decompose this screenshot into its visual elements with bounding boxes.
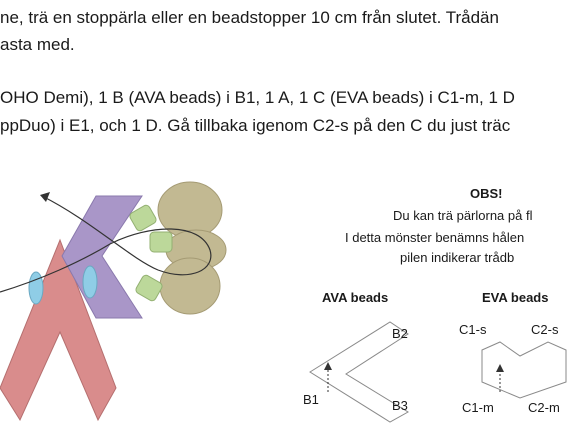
instruction-line-4: ppDuo) i E1, och 1 D. Gå tillbaka igenom…	[0, 116, 511, 135]
instruction-line-3: OHO Demi), 1 B (AVA beads) i B1, 1 A, 1 …	[0, 88, 515, 107]
green-bead-top	[129, 204, 157, 232]
olive-petal-bottom	[159, 257, 221, 315]
eva-label-c2s: C2-s	[531, 322, 559, 337]
ava-label-b2: B2	[392, 326, 408, 341]
ava-heading: AVA beads	[322, 290, 389, 305]
blue-bead-right	[82, 265, 98, 299]
eva-label-c2m: C2-m	[528, 400, 560, 415]
green-bead-mid	[149, 231, 173, 253]
obs-line-1: Du kan trä pärlorna på fl	[393, 208, 533, 223]
obs-line-2: I detta mönster benämns hålen	[345, 230, 525, 245]
eva-label-c1m: C1-m	[462, 400, 494, 415]
eva-bead-outline	[481, 341, 567, 399]
purple-eva-bead	[61, 195, 143, 319]
eva-label-c1s: C1-s	[459, 322, 487, 337]
instruction-line-2: asta med.	[0, 35, 75, 54]
instruction-line-1: ne, trä en stoppärla eller en beadstoppe…	[0, 8, 499, 27]
ava-bead-outline	[309, 321, 409, 423]
green-bead-bottom	[135, 274, 163, 302]
obs-title: OBS!	[470, 186, 503, 201]
ava-label-b1: B1	[303, 392, 319, 407]
thread-arrowhead	[40, 192, 50, 202]
thread-path	[0, 195, 212, 293]
obs-line-3: pilen indikerar trådb	[400, 250, 515, 265]
ava-label-b3: B3	[392, 398, 408, 413]
olive-petal-top	[157, 181, 223, 239]
pink-ava-bead	[0, 238, 117, 422]
eva-heading: EVA beads	[482, 290, 549, 305]
blue-bead-left	[28, 271, 44, 305]
